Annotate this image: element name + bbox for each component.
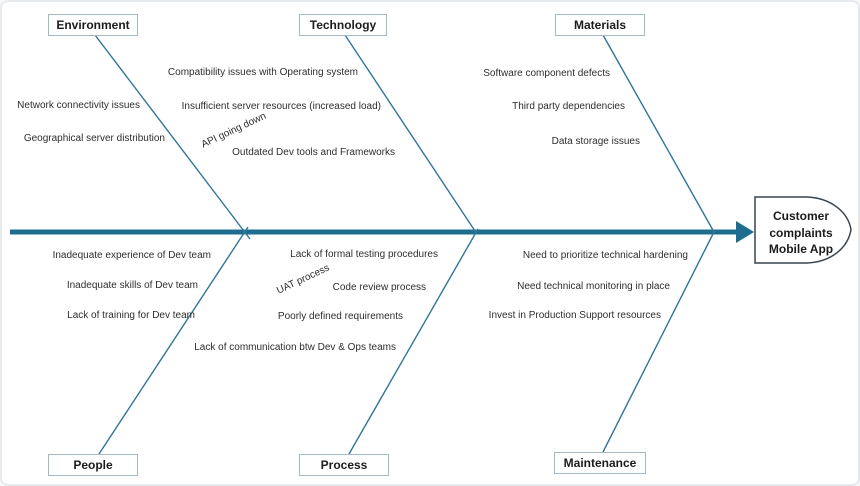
effect-head-shape — [754, 196, 852, 264]
category-label-environment: Environment — [56, 18, 130, 32]
cause-label: Inadequate experience of Dev team — [52, 250, 211, 261]
category-box-maintenance: Maintenance — [554, 452, 646, 474]
bone-process — [348, 228, 479, 455]
cause-label: Compatibility issues with Operating syst… — [167, 67, 358, 78]
category-box-process: Process — [299, 454, 389, 476]
category-label-people: People — [73, 458, 113, 472]
category-box-environment: Environment — [48, 14, 138, 36]
cause-label: Lack of formal testing procedures — [290, 249, 438, 260]
category-label-maintenance: Maintenance — [563, 456, 637, 470]
bone-people — [98, 226, 249, 455]
cause-label: Outdated Dev tools and Frameworks — [232, 147, 395, 158]
bone-technology — [344, 34, 478, 235]
cause-label: Invest in Production Support resources — [488, 310, 661, 321]
cause-label: Need technical monitoring in place — [517, 281, 670, 292]
cause-label: Third party dependencies — [512, 101, 625, 112]
bone-materials — [602, 34, 715, 233]
cause-label: Geographical server distribution — [23, 133, 165, 144]
effect-label-line: Mobile App — [768, 242, 834, 256]
category-label-technology: Technology — [309, 18, 377, 32]
category-label-materials: Materials — [573, 18, 627, 32]
category-label-process: Process — [320, 458, 368, 472]
cause-label: Insufficient server resources (increased… — [181, 101, 381, 112]
cause-label: Software component defects — [483, 68, 610, 79]
cause-label: Need to prioritize technical hardening — [522, 250, 688, 261]
effect-label-line: Customer — [772, 209, 829, 223]
cause-label: Lack of communication btw Dev & Ops team… — [194, 342, 396, 353]
spine-arrowhead-icon — [736, 221, 754, 243]
cause-label: Code review process — [332, 282, 426, 293]
bone-environment — [94, 34, 251, 240]
bone-maintenance — [602, 231, 715, 453]
category-box-materials: Materials — [555, 14, 645, 36]
category-box-technology: Technology — [299, 14, 387, 36]
cause-label: Poorly defined requirements — [277, 311, 403, 322]
cause-label: Data storage issues — [551, 136, 640, 147]
cause-label: Inadequate skills of Dev team — [66, 280, 198, 291]
effect-label: Customer complaints Mobile App — [754, 208, 848, 258]
category-box-people: People — [48, 454, 138, 476]
effect-label-line: complaints — [769, 225, 833, 240]
cause-label: Lack of training for Dev team — [67, 310, 195, 321]
cause-label: Network connectivity issues — [17, 100, 140, 111]
